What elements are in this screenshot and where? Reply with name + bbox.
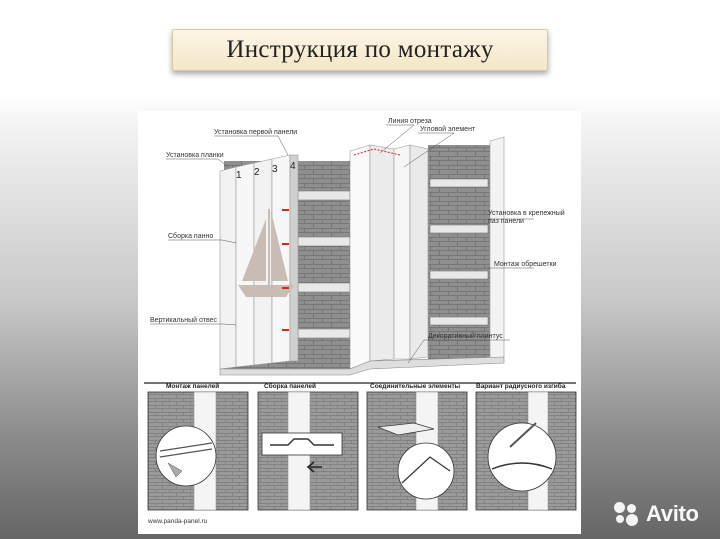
- label-skirting: Декоративный плинтус: [428, 332, 503, 340]
- step-panels: Монтаж панелей Сборка панелей Соединител…: [144, 382, 577, 525]
- step-4-title: Вариант радиусного изгиба: [476, 382, 566, 390]
- lathing-right: [429, 178, 489, 326]
- label-slot: Установка в крепежный: [488, 209, 565, 217]
- panel-number-2: 2: [254, 167, 260, 178]
- installation-diagram: 1 2 3 4 Установка первой панели Линия от…: [138, 111, 581, 534]
- step-3-title: Соединительные элементы: [370, 383, 461, 390]
- callout-lines: [150, 124, 534, 364]
- step-panel-connectors: Соединительные элементы: [366, 383, 468, 511]
- step-2-title: Сборка панелей: [264, 382, 316, 390]
- sailboat-image: [238, 209, 294, 297]
- installation-illustration: 1 2 3 4 Установка первой панели Линия от…: [144, 118, 577, 525]
- cut-line-marker: [353, 148, 401, 156]
- stapler-icon: [167, 462, 183, 478]
- arrow-left-icon: [306, 461, 322, 473]
- website-url: www.panda-panel.ru: [147, 518, 208, 525]
- step-1-title: Монтаж панелей: [166, 382, 219, 390]
- label-corner: Угловой элемент: [420, 125, 476, 133]
- label-plumb: Вертикальный отвес: [150, 316, 217, 324]
- main-diagram: 1 2 3 4 Установка первой панели Линия от…: [150, 118, 565, 376]
- panel-number-1: 1: [236, 170, 242, 181]
- step-panel-assembly: Сборка панелей: [257, 382, 359, 511]
- label-cut-line: Линия отреза: [388, 118, 432, 125]
- page-title: Инструкция по монтажу: [226, 36, 494, 63]
- title-banner: Инструкция по монтажу: [172, 29, 548, 71]
- skirting-board: [219, 356, 505, 376]
- avito-wordmark: Avito: [646, 501, 699, 526]
- panels-right: [489, 136, 505, 360]
- label-lathing: Монтаж обрешетки: [494, 260, 557, 268]
- brick-wall-right: [428, 145, 490, 359]
- avito-watermark: Avito: [612, 500, 699, 528]
- label-strip: Установка планки: [166, 152, 224, 159]
- avito-logo-icon: [612, 500, 640, 528]
- label-slot-2: паз панели: [488, 218, 524, 225]
- label-first-panel: Установка первой панели: [214, 128, 297, 136]
- plumb-markers: [282, 209, 289, 331]
- label-assembly: Сборка панно: [168, 232, 213, 240]
- step-panel-radius: Вариант радиусного изгиба: [475, 382, 577, 511]
- step-panel-mount: Монтаж панелей: [147, 382, 249, 511]
- panel-number-4: 4: [290, 161, 296, 172]
- corner-panels: [349, 144, 429, 370]
- panel-number-3: 3: [272, 164, 278, 175]
